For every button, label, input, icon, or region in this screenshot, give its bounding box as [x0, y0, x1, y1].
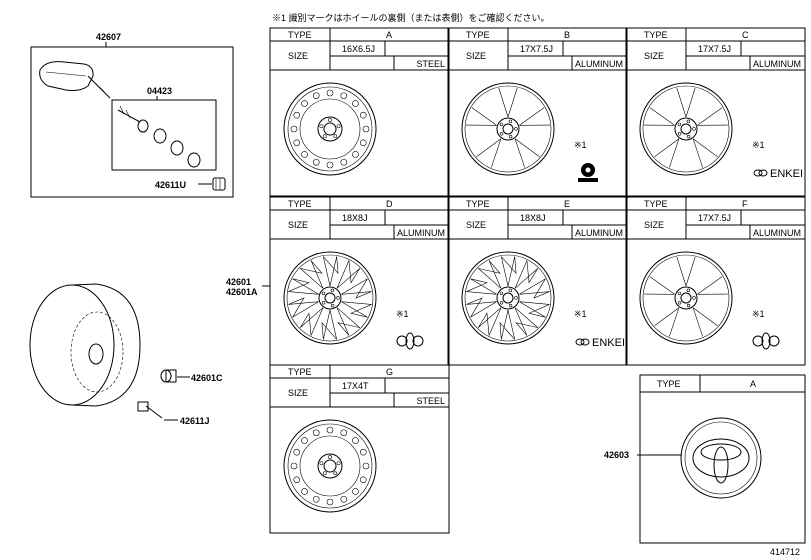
wheel-drawing-icon	[639, 82, 733, 176]
type-value: D	[386, 199, 393, 209]
part-number-42601C: 42601C	[191, 373, 223, 383]
type-label: TYPE	[288, 199, 312, 209]
size-label: SIZE	[288, 220, 308, 230]
size-label: SIZE	[466, 51, 486, 61]
part-number-42603: 42603	[604, 450, 629, 460]
wheel-drawing-icon	[283, 251, 377, 345]
cap-nut-icon	[160, 369, 177, 383]
material-value: ALUMINUM	[575, 228, 623, 238]
ornament-type-label: TYPE	[657, 379, 681, 389]
diagram-id: 414712	[770, 547, 800, 557]
size-label: SIZE	[288, 51, 308, 61]
wheel-drawing-icon	[639, 251, 733, 345]
size-label: SIZE	[644, 220, 664, 230]
tpms-sensor-icon	[39, 61, 111, 99]
material-value: ALUMINUM	[753, 59, 801, 69]
ornament-emblem-icon	[680, 417, 762, 499]
enkei-logo-icon: ENKEI	[753, 168, 803, 180]
size-value: 18X8J	[342, 213, 368, 223]
type-label: TYPE	[644, 199, 668, 209]
type-label: TYPE	[288, 367, 312, 377]
size-label: SIZE	[644, 51, 664, 61]
size-value: 17X4T	[342, 381, 369, 391]
size-value: 17X7.5J	[698, 213, 731, 223]
part-number-04423: 04423	[147, 86, 172, 96]
type-value: C	[742, 30, 749, 40]
mark-note: ※1	[574, 309, 587, 319]
ornament-cell: TYPE A	[639, 374, 806, 544]
part-number-42601A: 42601A	[226, 287, 258, 297]
tire-icon	[29, 283, 141, 407]
size-label: SIZE	[466, 220, 486, 230]
wheel-type-table: TYPE A SIZE 16X6.5J STEEL TYPE B SIZE 17X7.5J ALU…	[269, 27, 806, 534]
type-label: TYPE	[466, 30, 490, 40]
valve-kit-box	[111, 99, 217, 171]
valve-kit-components-icon	[117, 105, 201, 168]
part-number-42601: 42601	[226, 277, 251, 287]
material-value: STEEL	[416, 59, 445, 69]
wheel-cell-f: TYPE F SIZE 17X7.5J ALUMINUM ※1	[625, 196, 806, 366]
enkei-text: ENKEI	[770, 168, 803, 180]
mark-note: ※1	[574, 140, 587, 150]
mark-note: ※1	[396, 309, 409, 319]
emblem-mark-icon	[396, 332, 424, 350]
type-label: TYPE	[288, 30, 312, 40]
wheel-drawing-icon	[283, 419, 377, 513]
part-number-42611J: 42611J	[180, 416, 210, 426]
mark-note: ※1	[752, 309, 765, 319]
size-value: 16X6.5J	[342, 44, 375, 54]
size-value: 18X8J	[520, 213, 546, 223]
size-label: SIZE	[288, 388, 308, 398]
material-value: ALUMINUM	[753, 228, 801, 238]
ornament-type-value: A	[750, 379, 756, 389]
part-number-42611U: 42611U	[155, 180, 186, 190]
wheel-cell-b: TYPE B SIZE 17X7.5J ALUMINUM ※1	[447, 27, 628, 197]
wheel-drawing-icon	[461, 82, 555, 176]
size-value: 17X7.5J	[520, 44, 553, 54]
type-label: TYPE	[644, 30, 668, 40]
sensor-assembly-box	[30, 46, 234, 198]
valve-stem-icon	[137, 401, 163, 419]
type-value: A	[386, 30, 392, 40]
wheel-drawing-icon	[283, 82, 377, 176]
part-number-42607: 42607	[96, 32, 121, 42]
enkei-logo-icon: ENKEI	[575, 337, 625, 349]
material-value: ALUMINUM	[397, 228, 445, 238]
type-value: G	[386, 367, 393, 377]
size-value: 17X7.5J	[698, 44, 731, 54]
type-value: B	[564, 30, 570, 40]
material-value: ALUMINUM	[575, 59, 623, 69]
emblem-mark-icon	[752, 332, 780, 350]
type-value: F	[742, 199, 748, 209]
wheel-cell-a: TYPE A SIZE 16X6.5J STEEL	[269, 27, 450, 197]
pin-mark-icon	[578, 163, 598, 182]
type-value: E	[564, 199, 570, 209]
material-value: STEEL	[416, 396, 445, 406]
type-label: TYPE	[466, 199, 490, 209]
identification-note: ※1 識別マークはホイールの裏側（または表側）をご確認ください。	[272, 12, 550, 23]
mark-note: ※1	[752, 140, 765, 150]
wheel-cell-d: TYPE D SIZE 18X8J ALUMINUM ※1	[269, 196, 450, 366]
enkei-text: ENKEI	[592, 337, 625, 349]
valve-core-icon	[212, 177, 226, 191]
wheel-cell-g: TYPE G SIZE 17X4T STEEL	[269, 364, 450, 534]
wheel-drawing-icon	[461, 251, 555, 345]
